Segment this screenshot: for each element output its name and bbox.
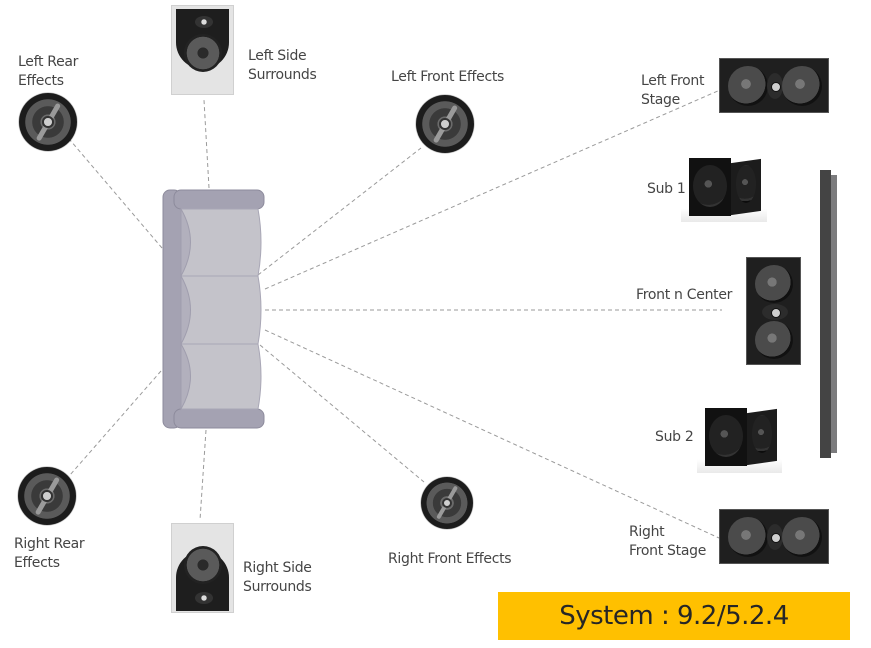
- left-rear-effects-label: Left Rear Effects: [18, 54, 79, 89]
- sub-driver-side: [736, 165, 756, 203]
- left-rear-effects-speaker: [19, 93, 77, 151]
- woofer-top: [755, 265, 793, 303]
- sub-driver-side: [752, 415, 772, 453]
- line-left-front-stage: [264, 89, 721, 290]
- woofer: [184, 34, 222, 72]
- woofer-left: [728, 66, 768, 106]
- left-side-surrounds-label: Left Side Surrounds: [248, 48, 317, 83]
- woofer-right: [782, 66, 822, 106]
- tv-edge: [831, 175, 837, 453]
- sofa-cushion-2: [180, 275, 262, 345]
- sofa-arm-bottom: [173, 408, 265, 429]
- sub-1-label: Sub 1: [647, 181, 686, 197]
- left-front-stage-speaker: [719, 58, 829, 113]
- right-rear-effects-label: Right Rear Effects: [14, 536, 85, 571]
- line-right-rear-effects: [69, 370, 162, 476]
- tweeter: [195, 16, 213, 28]
- right-front-effects-label: Right Front Effects: [388, 551, 512, 567]
- right-front-stage-label: Right Front Stage: [629, 524, 707, 559]
- line-right-front-stage: [264, 329, 720, 539]
- line-right-front-effects: [259, 344, 425, 483]
- sub-1-speaker: [681, 155, 767, 222]
- sofa-arm-top: [173, 189, 265, 210]
- right-front-stage-speaker: [719, 509, 829, 564]
- system-badge-text: System : 9.2/5.2.4: [559, 601, 789, 631]
- right-rear-effects-speaker: [18, 467, 76, 525]
- line-right-side-surrounds: [199, 429, 207, 521]
- system-badge: System : 9.2/5.2.4: [498, 592, 850, 640]
- left-front-stage-label: Left Front Stage: [641, 73, 705, 108]
- line-left-front-effects: [257, 147, 422, 276]
- right-front-effects-speaker: [421, 477, 473, 529]
- sofa-cushion-3: [180, 343, 262, 410]
- left-side-surrounds-speaker: [171, 5, 234, 95]
- tv-panel: [820, 170, 831, 458]
- left-front-effects-speaker: [416, 95, 474, 153]
- tweeter: [762, 304, 788, 320]
- woofer: [184, 546, 222, 584]
- line-left-rear-effects: [69, 139, 163, 249]
- sub-2-speaker: [697, 405, 782, 473]
- tweeter: [767, 73, 783, 99]
- sub-2-label: Sub 2: [655, 429, 694, 445]
- sub-driver: [693, 165, 727, 207]
- right-side-surrounds-speaker: [171, 523, 234, 613]
- woofer-left: [728, 517, 768, 557]
- sofa: [162, 189, 265, 429]
- front-n-center-speaker: [746, 257, 801, 365]
- left-front-effects-label: Left Front Effects: [391, 69, 505, 85]
- sofa-backrest-3: [180, 342, 191, 411]
- line-left-side-surrounds: [203, 99, 210, 189]
- tweeter: [195, 592, 213, 604]
- front-n-center-label: Front n Center: [636, 287, 733, 303]
- sofa-back: [162, 189, 182, 429]
- woofer-right: [782, 517, 822, 557]
- woofer-bottom: [755, 321, 793, 359]
- right-side-surrounds-label: Right Side Surrounds: [243, 560, 312, 595]
- sofa-cushion-1: [180, 208, 262, 277]
- tweeter: [767, 524, 783, 550]
- sub-driver: [709, 415, 743, 457]
